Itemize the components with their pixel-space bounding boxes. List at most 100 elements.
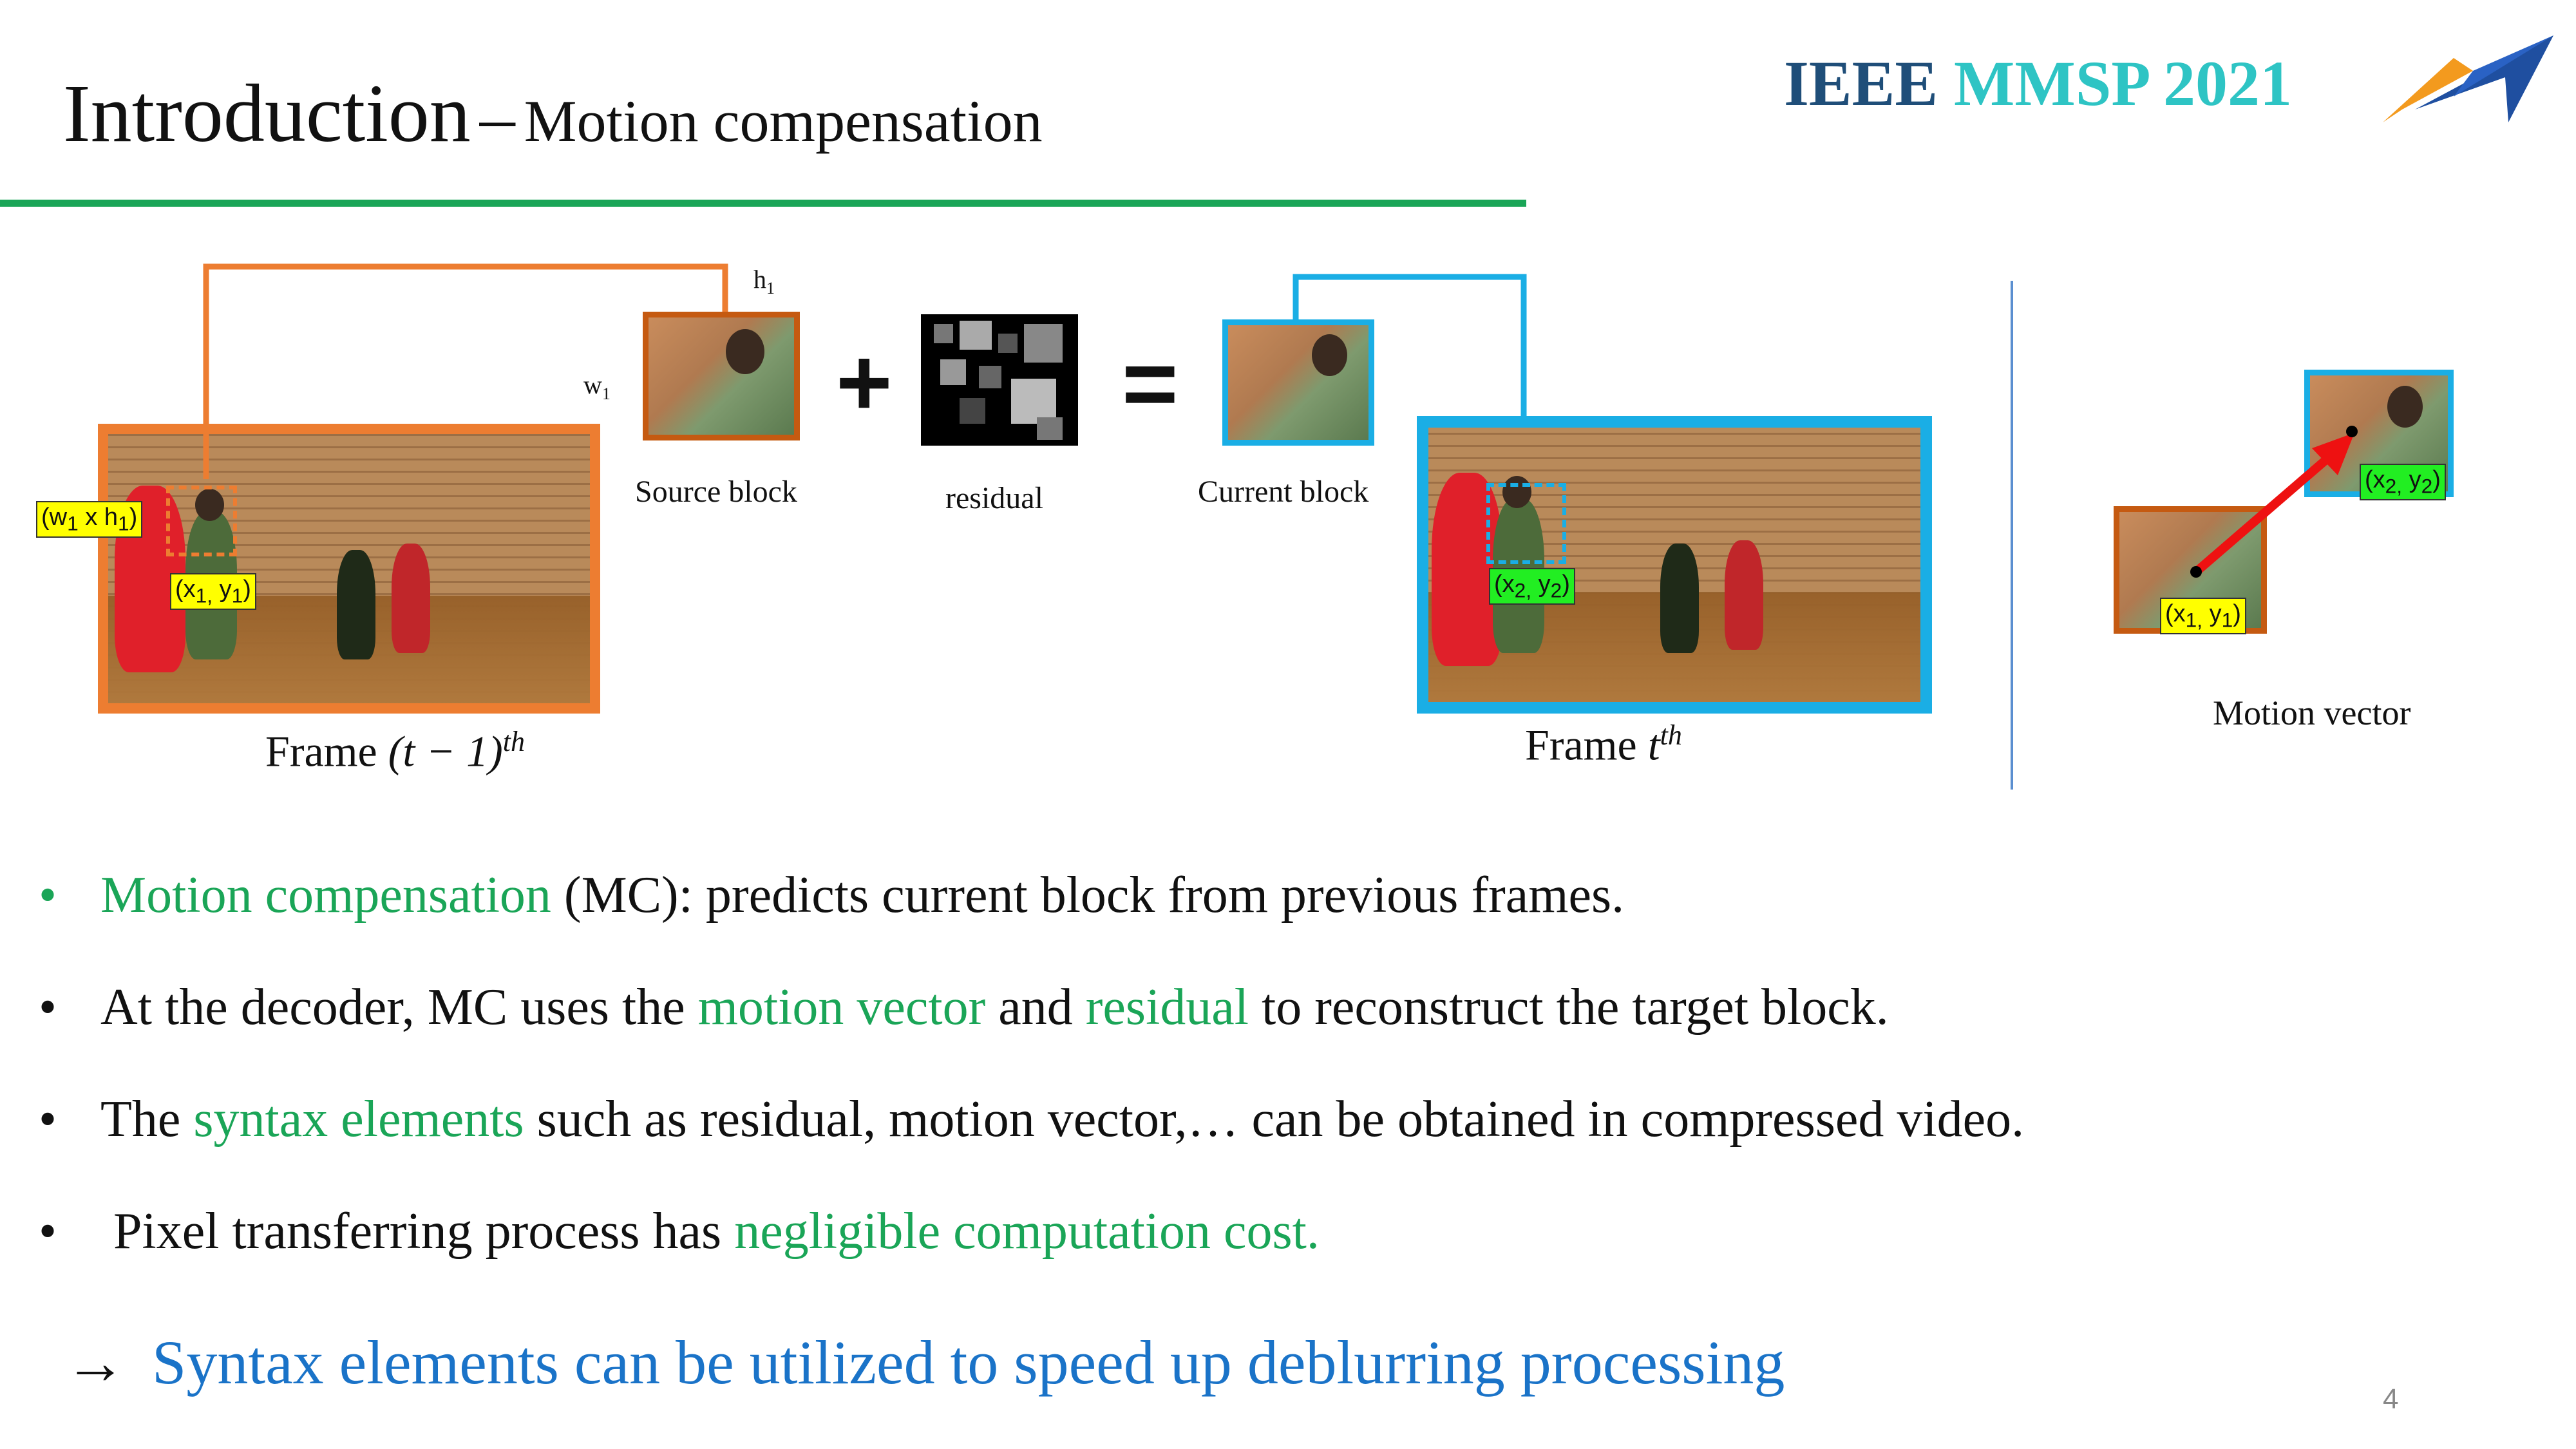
pos1-b-sub: 1 (231, 583, 243, 607)
frame-cur-math: t (1647, 720, 1660, 770)
height-label: h1 (753, 267, 775, 297)
pos2-end: ) (1562, 571, 1570, 598)
pos1-a-sub: 1, (195, 583, 213, 607)
pos1-end: ) (243, 576, 251, 603)
title-subtitle: Motion compensation (524, 88, 1043, 154)
motion-vector-label: Motion vector (2213, 694, 2411, 732)
size-tag-b-sub: 1 (117, 511, 129, 535)
bullet-2-hl2: residual (1085, 979, 1249, 1036)
title-underline (0, 200, 1526, 207)
player-head (195, 489, 224, 521)
size-tag-mid: x h (78, 504, 118, 531)
mv-pos2-b-sub: 2 (2421, 474, 2433, 498)
target-position-tag: (x2, y2) (1489, 568, 1575, 605)
conference-name: IEEE MMSP 2021 (1784, 52, 2292, 116)
bullet-4-hl1: negligible computation cost. (734, 1203, 1320, 1260)
pos1-mid: y (213, 576, 232, 603)
frame-current-label: Frame tth (1525, 721, 1682, 767)
source-head (726, 329, 764, 374)
bullet-3: • The syntax elements such as residual, m… (39, 1094, 2024, 1145)
player-dark (1660, 544, 1699, 653)
bullet-1-hl1: Motion compensation (100, 867, 551, 923)
frame-current-image (1417, 416, 1932, 714)
frame-prev-text: Frame (265, 726, 388, 776)
conclusion-arrow-icon: → (64, 1328, 126, 1397)
mv-pos1-a-sub: 1, (2185, 608, 2203, 632)
motion-vector-arrow-icon (2190, 426, 2358, 578)
mv-pos2-end: ) (2432, 466, 2441, 493)
conference-logo-icon (2383, 35, 2553, 122)
bullet-3-t2: such as residual, motion vector,… can be… (524, 1091, 2025, 1148)
mv-pos1-end: ) (2233, 600, 2241, 627)
bullet-2-t3: to reconstruct the target block. (1249, 979, 1889, 1036)
size-tag-a: (w (41, 504, 68, 531)
conference-mmsp: MMSP 2021 (1954, 48, 2292, 119)
equals-operator: = (1122, 329, 1179, 437)
w-sub: 1 (601, 384, 611, 403)
frame-previous-label: Frame (t − 1)th (265, 728, 525, 773)
bullet-2: • At the decoder, MC uses the motion vect… (39, 981, 1889, 1033)
current-block-label: Current block (1198, 475, 1369, 509)
residual-image (921, 314, 1078, 446)
frame-cur-text: Frame (1525, 720, 1648, 770)
h-sub: 1 (766, 279, 775, 298)
bullet-4: • Pixel transferring process has negligi… (39, 1206, 1320, 1257)
pos1-a: (x (175, 576, 196, 603)
frame-cur-sup: th (1660, 719, 1682, 751)
current-block-image (1222, 319, 1374, 446)
conclusion-line: →Syntax elements can be utilized to spee… (64, 1332, 1785, 1394)
player-red-small (1725, 540, 1763, 650)
bullet-4-t1: Pixel transferring process has (100, 1203, 735, 1260)
pos2-a: (x (1494, 571, 1515, 598)
mv-pos2-a-sub: 2, (2385, 474, 2403, 498)
title-main: Introduction (63, 68, 471, 159)
bullet-2-mark: • (39, 979, 57, 1036)
bullet-1-mark: • (39, 867, 57, 923)
player-dark (337, 550, 375, 659)
bullet-3-hl1: syntax elements (193, 1091, 524, 1148)
w-text: w (583, 370, 602, 399)
bullet-2-t2: and (985, 979, 1086, 1036)
bullet-2-hl1: motion vector (697, 979, 986, 1036)
mv-pos1-mid: y (2202, 600, 2222, 627)
bullet-3-mark: • (39, 1091, 57, 1148)
current-head (1312, 334, 1347, 376)
source-block-outline (166, 486, 237, 556)
size-tag-a-sub: 1 (67, 511, 79, 535)
frame-previous-image (98, 424, 600, 714)
source-block-label: Source block (635, 475, 797, 509)
bullet-3-t1: The (100, 1091, 194, 1148)
residual-label: residual (945, 481, 1043, 515)
mv-target-position-tag: (x2, y2) (2360, 464, 2446, 501)
mv-pos2-a: (x (2365, 466, 2385, 493)
width-label: w1 (583, 372, 611, 402)
bullet-2-t1: At the decoder, MC uses the (100, 979, 698, 1036)
bullet-1-t1: (MC): predicts current block from previo… (551, 867, 1625, 923)
h-text: h (753, 265, 766, 294)
target-block-outline (1486, 483, 1566, 564)
size-tag-end: ) (129, 504, 138, 531)
source-position-tag: (x1, y1) (170, 573, 256, 611)
frame-prev-sup: th (502, 726, 526, 757)
page-number: 4 (2383, 1383, 2399, 1415)
frame-prev-math: (t − 1) (388, 726, 503, 776)
mv-pos1-b-sub: 1 (2221, 608, 2233, 632)
source-connector (203, 263, 728, 479)
plus-operator: + (836, 328, 893, 436)
mv-pos1-a: (x (2165, 600, 2186, 627)
conclusion-text: Syntax elements can be utilized to speed… (152, 1328, 1785, 1397)
player-head (1502, 476, 1531, 508)
mv-pos2-mid: y (2402, 466, 2421, 493)
bullet-4-mark: • (39, 1203, 57, 1260)
bullet-1: • Motion compensation (MC): predicts curr… (39, 869, 1624, 921)
source-block-image (643, 312, 800, 440)
pos2-mid: y (1531, 571, 1551, 598)
slide-title: Introduction–Motion compensation (63, 72, 1043, 155)
pos2-a-sub: 2, (1514, 578, 1532, 602)
pos2-b-sub: 2 (1550, 578, 1562, 602)
mv-target-head (2387, 386, 2423, 428)
conference-ieee: IEEE (1784, 48, 1938, 119)
mv-source-position-tag: (x1, y1) (2160, 598, 2246, 635)
player-red-small (392, 544, 430, 653)
block-size-tag: (w1 x h1) (36, 501, 143, 538)
